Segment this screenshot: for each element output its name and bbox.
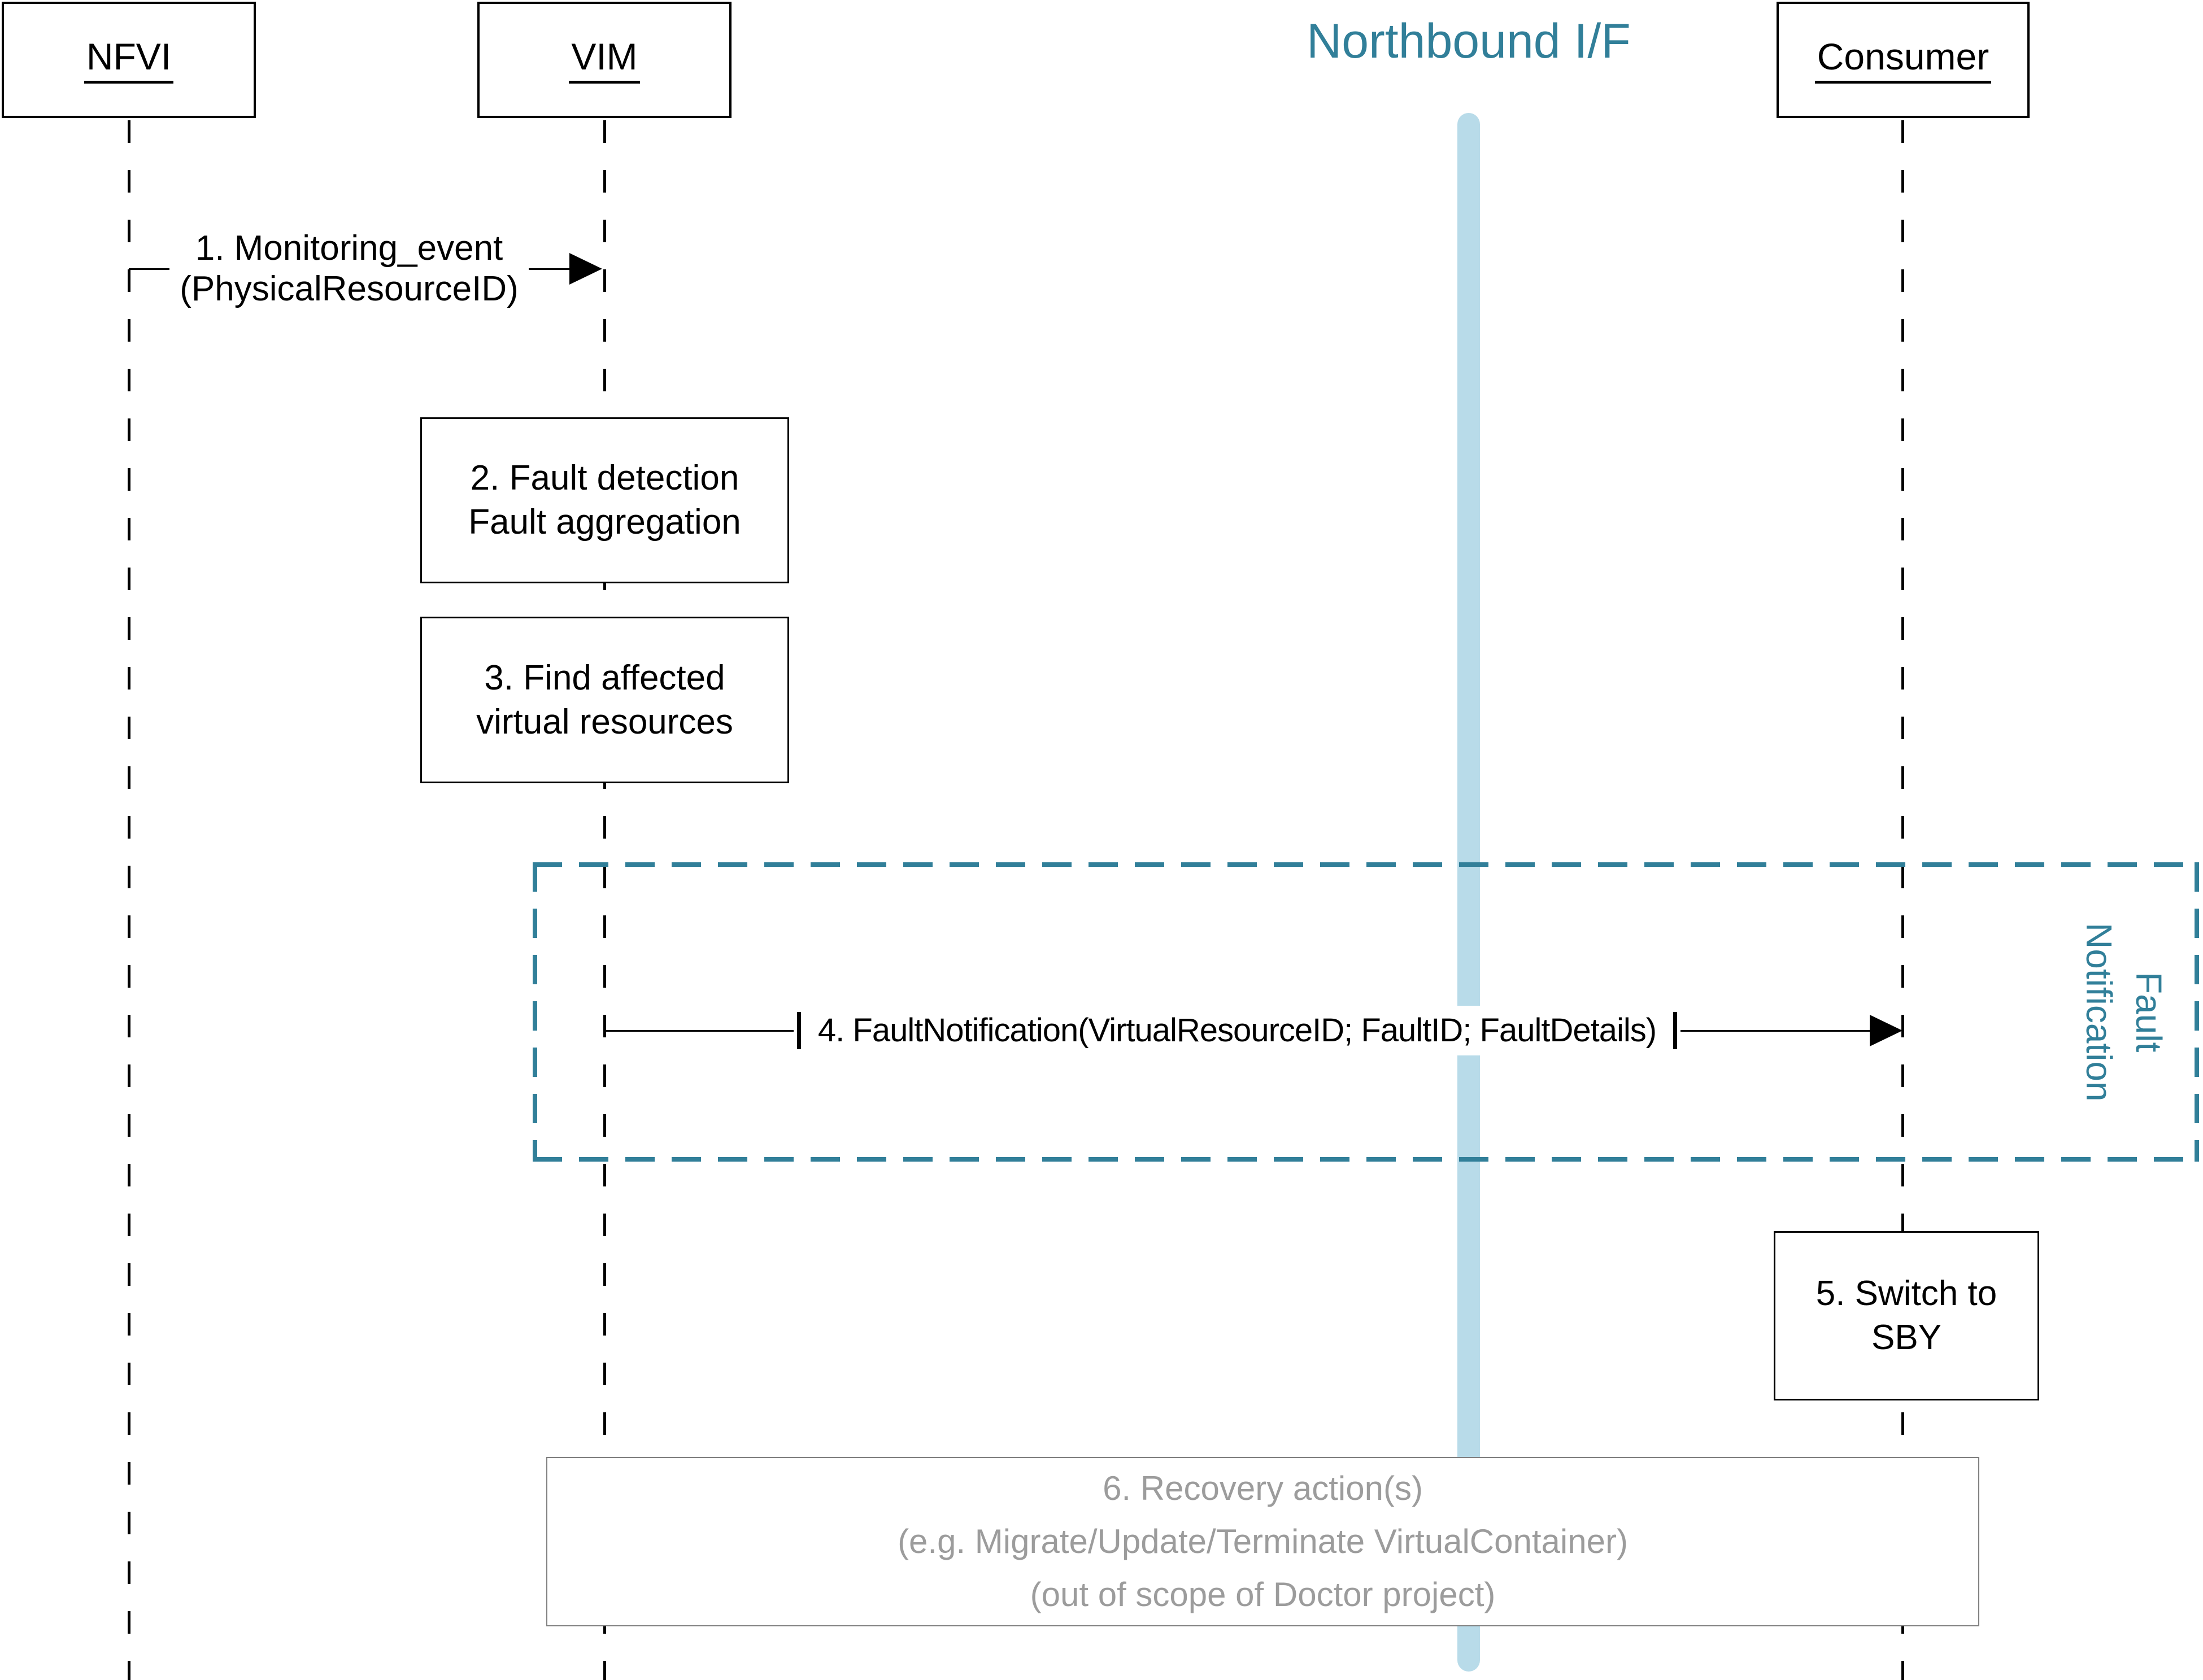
pipe-delimiter-left (796, 1012, 801, 1049)
message-4-fault-notification: 4. FaultNotification(VirtualResourceID; … (604, 985, 1902, 1076)
lifeline-nfvi (128, 120, 130, 1680)
message-4-line-right (1680, 1029, 1870, 1032)
step-box-switch-to-sby: 5. Switch to SBY (1774, 1231, 2039, 1400)
message-1-line-right (528, 268, 570, 270)
pipe-delimiter-right (1673, 1012, 1678, 1049)
message-1-monitoring-event: 1. Monitoring_event (PhysicalResourceID) (129, 224, 603, 314)
message-4-line (604, 1029, 794, 1032)
actor-label-vim: VIM (569, 36, 640, 84)
group-box-border-bottom (533, 1157, 2199, 1162)
arrowhead-icon (1870, 1015, 1902, 1046)
message-1-line (129, 268, 170, 270)
actor-label-consumer: Consumer (1814, 36, 1992, 84)
northbound-title: Northbound I/F (1307, 14, 1631, 68)
group-box-border-left (533, 862, 537, 1162)
group-box-border-right (2195, 862, 2199, 1162)
northbound-interface-line (1457, 113, 1480, 1672)
step-box-find-affected: 3. Find affected virtual resources (420, 617, 789, 783)
message-4-label: 4. FaultNotification(VirtualResourceID; … (804, 1006, 1670, 1055)
fault-notification-group-box (533, 862, 2199, 1162)
actor-box-vim: VIM (477, 2, 732, 118)
lifeline-consumer (1901, 120, 1904, 1680)
actor-box-consumer: Consumer (1777, 2, 2030, 118)
fault-notification-label: Fault Notification (2079, 922, 2169, 1102)
step-box-recovery-action: 6. Recovery action(s) (e.g. Migrate/Upda… (546, 1457, 1979, 1626)
lifeline-vim (603, 120, 606, 1680)
message-1-label: 1. Monitoring_event (PhysicalResourceID) (169, 226, 529, 312)
arrowhead-icon (569, 253, 603, 285)
actor-box-nfvi: NFVI (2, 2, 256, 118)
actor-label-nfvi: NFVI (84, 36, 174, 84)
step-box-fault-detection: 2. Fault detection Fault aggregation (420, 417, 789, 583)
group-box-border-top (533, 862, 2199, 867)
